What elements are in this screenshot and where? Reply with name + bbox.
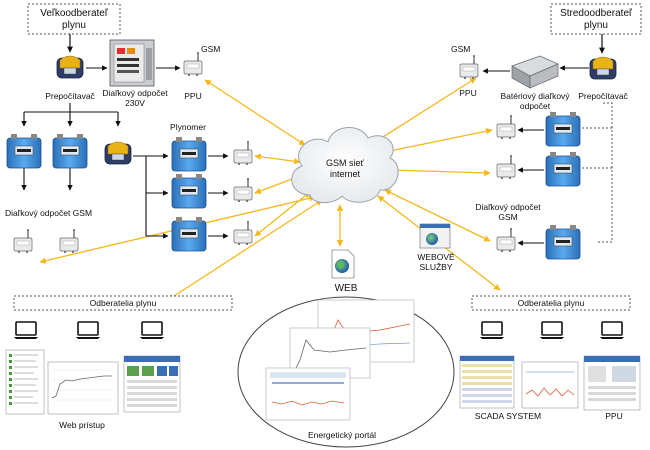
cloud-label-2: internet: [330, 169, 361, 179]
gas-meter-icon-m2: [171, 173, 207, 209]
battery-remote-label-2: odpočet: [520, 101, 551, 111]
medium-consumer-box: Stredoodberateľ plynu: [550, 3, 642, 35]
battery-remote-reading-icon: [511, 55, 559, 89]
ppu-bottom-label: PPU: [605, 411, 622, 421]
right-distribution-lines: [517, 102, 613, 246]
cloud-label-1: GSM sieť: [326, 158, 365, 168]
converter-label-left: Prepočítavač: [45, 91, 95, 101]
gsm-module-icon-l2: [59, 228, 79, 254]
remote-reading-230v-label-2: 230V: [125, 98, 145, 108]
gsm-module-icon-r3: [496, 227, 516, 253]
right-consumers-label: Odberatelia plynu: [518, 298, 585, 308]
remote-reading-cabinet-icon: [109, 39, 155, 87]
ppu-label-right: PPU: [459, 88, 476, 98]
medium-consumer-title-2: plynu: [584, 20, 608, 31]
gas-meter-icon-r3: [545, 224, 581, 260]
converter-label-right: Prepočítavač: [578, 91, 628, 101]
gsm-module-icon-m1: [233, 140, 253, 166]
gsm-label-left: GSM: [201, 44, 220, 54]
scada-screens: [459, 355, 641, 411]
converter-icon-mid: [104, 141, 132, 165]
web-icon: [331, 249, 355, 279]
medium-consumer-title-1: Stredoodberateľ: [560, 8, 633, 19]
ppu-label-left: PPU: [184, 91, 201, 101]
remote-reading-gsm-label-right-1: Diaľkový odpočet: [475, 202, 541, 212]
large-consumer-title-2: plynu: [62, 20, 86, 31]
laptop-icon-r3: [599, 321, 625, 340]
gsm-module-icon-r1: [496, 114, 516, 140]
converter-icon-right: [589, 56, 617, 80]
gsm-module-icon-m2: [233, 177, 253, 203]
remote-reading-gsm-label-left: Diaľkový odpočet GSM: [5, 208, 92, 218]
left-distribution-lines: [21, 103, 229, 239]
battery-remote-label-1: Batériový diaľkový: [500, 91, 570, 101]
gas-meter-label: Plynomer: [170, 122, 206, 132]
gsm-module-icon-r2: [496, 154, 516, 180]
gsm-cloud: GSM sieť internet: [291, 127, 399, 204]
energy-portal-label: Energetický portál: [308, 430, 376, 440]
left-consumers-box: Odberatelia plynu: [13, 295, 233, 311]
large-consumer-title-1: Veľkoodberateľ: [40, 8, 109, 19]
converter-icon-left: [56, 55, 84, 79]
right-consumers-box: Odberatelia plynu: [471, 295, 631, 311]
laptop-icon-l1: [13, 321, 39, 340]
web-services-icon: [419, 223, 451, 249]
gas-meter-icon-r1: [545, 111, 581, 147]
remote-reading-230v-label-1: Diaľkový odpočet: [102, 88, 168, 98]
gsm-module-icon-m3: [233, 220, 253, 246]
ppu-module-icon-right: [459, 54, 479, 80]
laptop-icon-r1: [479, 321, 505, 340]
gsm-module-icon-l1: [13, 228, 33, 254]
web-label: WEB: [335, 283, 358, 294]
web-services-label-1: WEBOVÉ: [417, 252, 455, 262]
energy-portal: [237, 296, 455, 448]
laptop-icon-l3: [139, 321, 165, 340]
large-consumer-box: Veľkoodberateľ plynu: [27, 3, 121, 35]
remote-reading-gsm-label-right-2: GSM: [498, 212, 517, 222]
gas-meter-icon-l2: [52, 133, 88, 169]
laptop-icon-r2: [539, 321, 565, 340]
gsm-label-right: GSM: [451, 44, 470, 54]
web-services-label-2: SLUŽBY: [419, 262, 452, 272]
ppu-module-icon-left: [183, 51, 203, 77]
scada-label: SCADA SYSTEM: [475, 411, 541, 421]
left-consumers-label: Odberatelia plynu: [90, 298, 157, 308]
gas-meter-icon-m3: [171, 216, 207, 252]
web-access-screens: [5, 349, 181, 415]
gas-meter-icon-r2: [545, 151, 581, 187]
laptop-icon-l2: [75, 321, 101, 340]
web-access-label: Web prístup: [59, 420, 105, 430]
gas-meter-icon-m1: [171, 136, 207, 172]
gas-meter-icon-l1: [6, 133, 42, 169]
